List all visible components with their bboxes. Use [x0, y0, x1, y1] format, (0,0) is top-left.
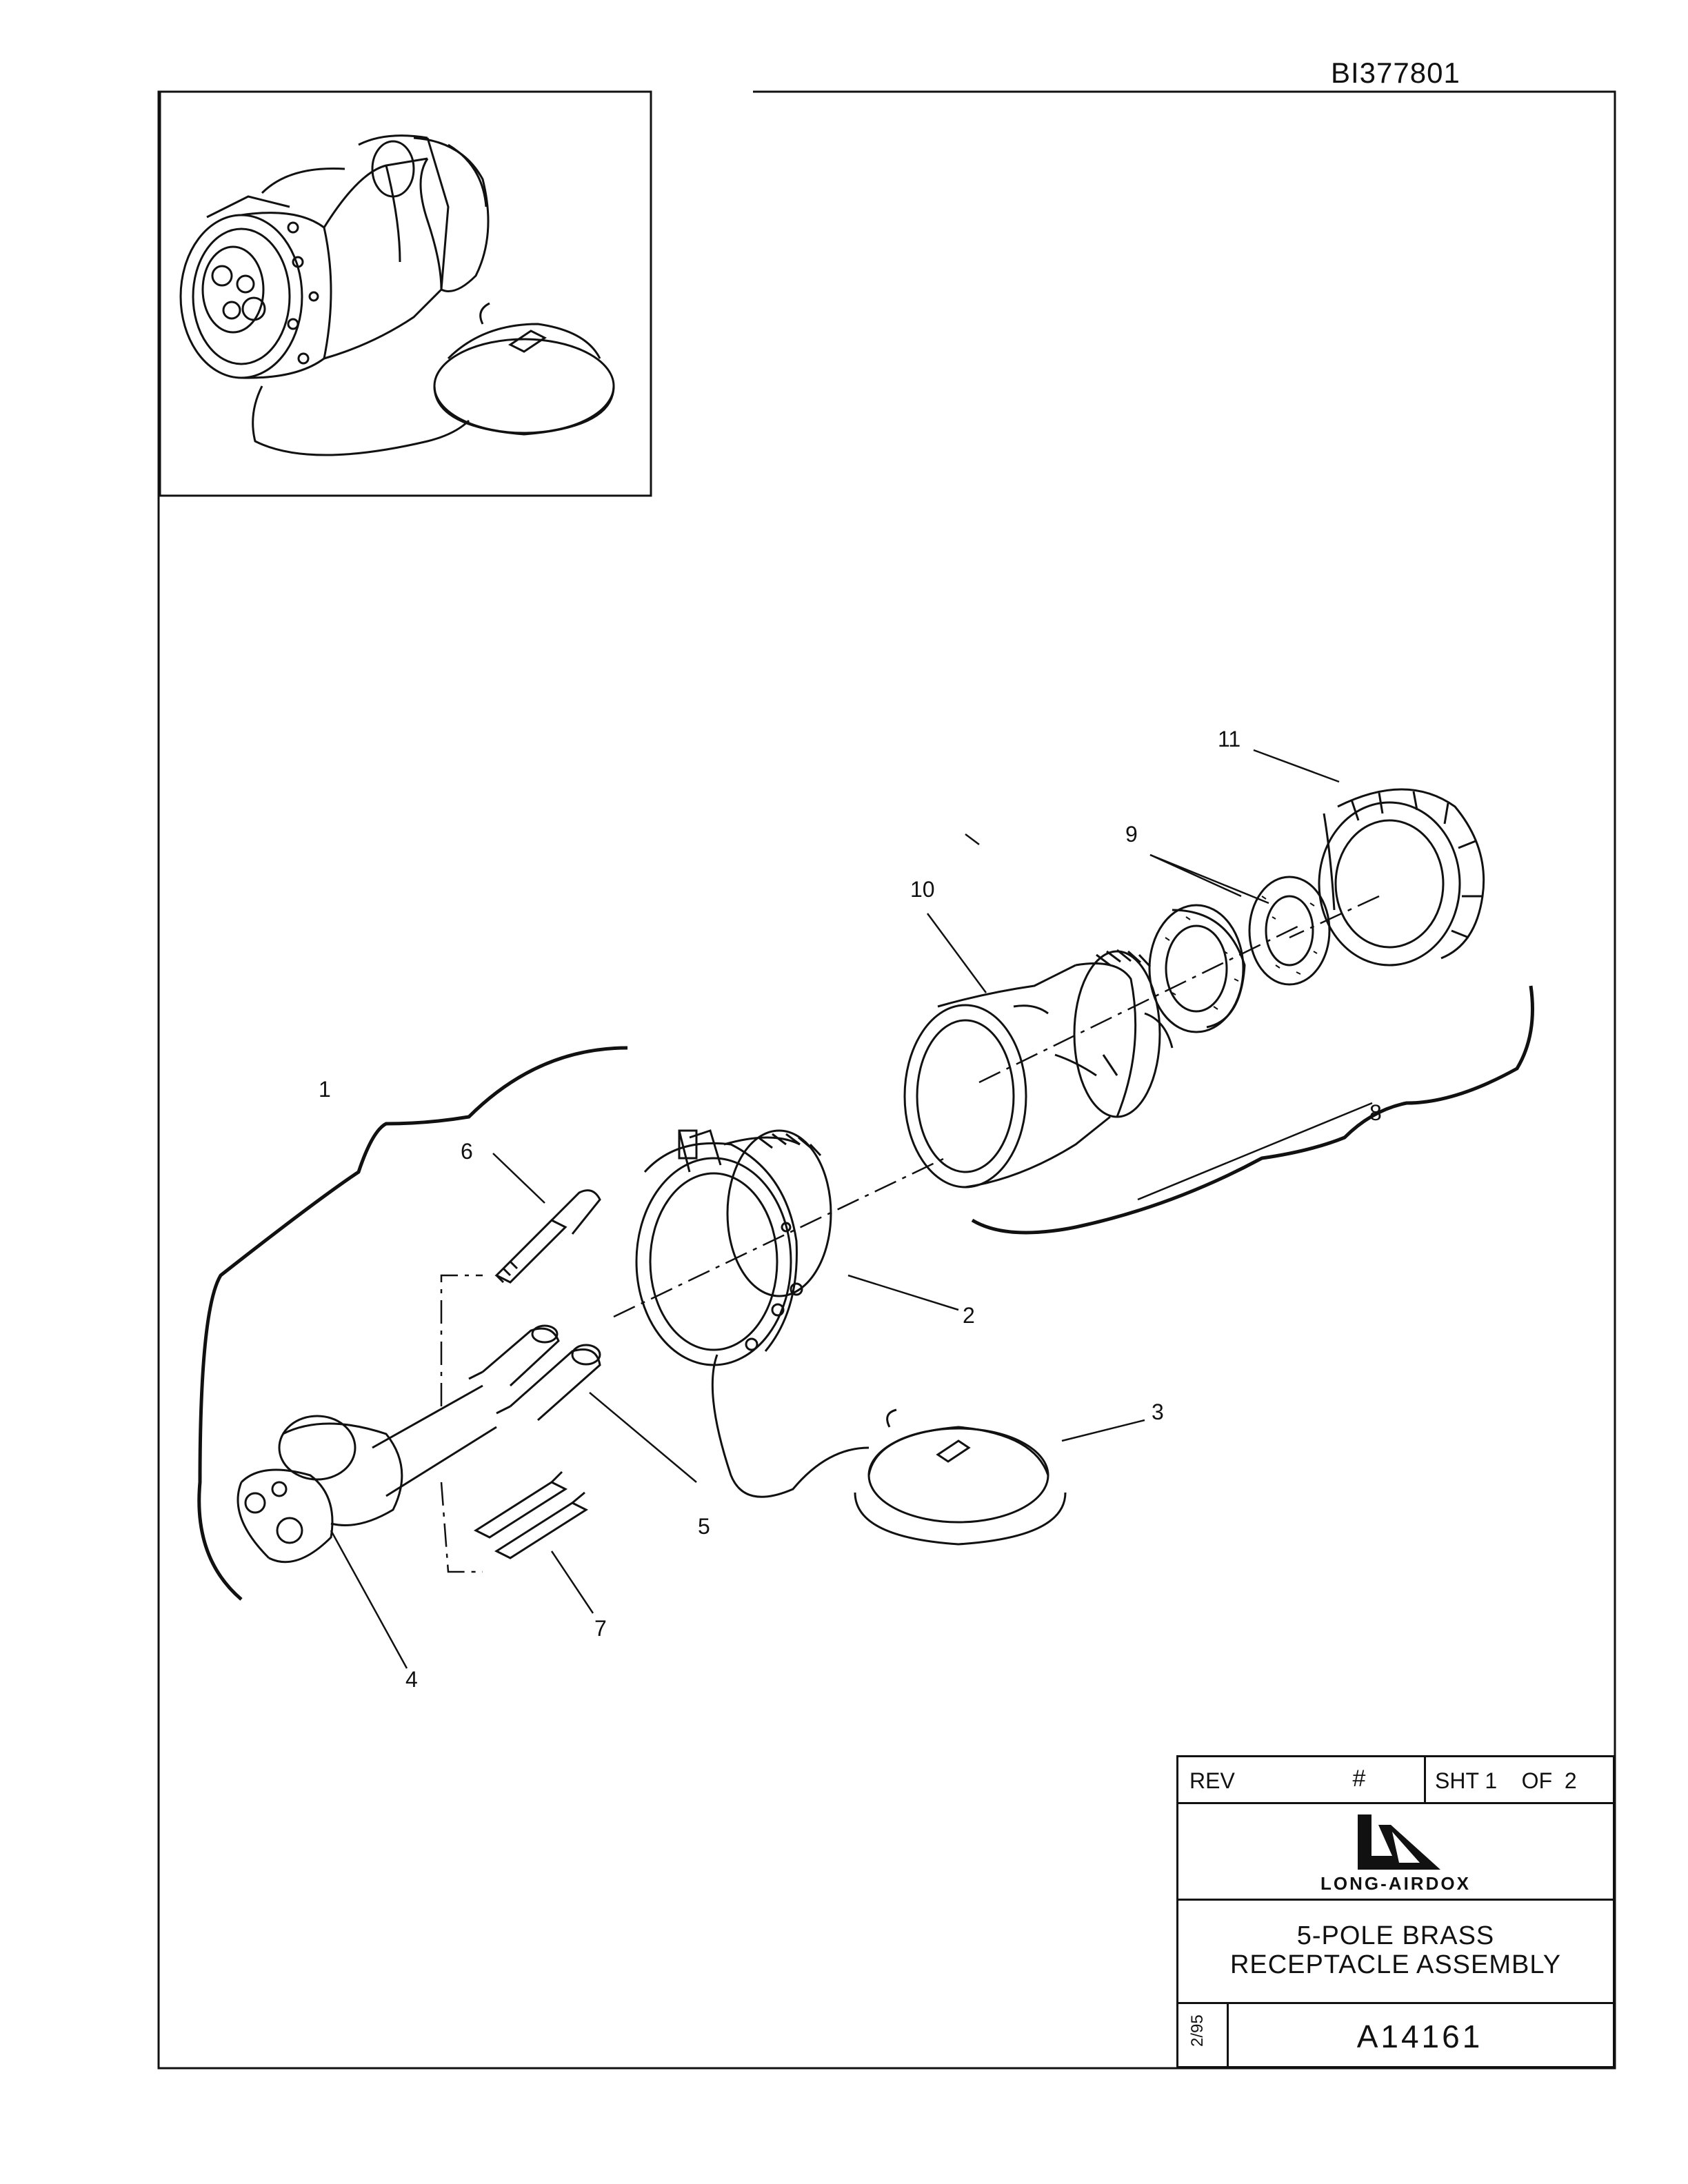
part-11-gland-nut [1318, 788, 1485, 967]
drawing-title-line1: 5-POLE BRASS [1296, 1921, 1495, 1950]
part-10-shell [903, 949, 1174, 1189]
bracket-1 [197, 1046, 628, 1601]
drawing-date: 2/95 [1188, 2014, 1207, 2047]
inset-box [159, 90, 652, 497]
part-2-flange [635, 1129, 832, 1366]
rev-value: # [1352, 1766, 1365, 1792]
callout-10: 10 [910, 877, 935, 902]
part-3-dust-cap [711, 1354, 1067, 1546]
title-block-rev-row: REV # SHT 1 OF 2 [1178, 1757, 1613, 1804]
inset-assembled-view [179, 134, 615, 456]
company-name: LONG-AIRDOX [1320, 1873, 1471, 1894]
sheet-number: SHT 1 OF 2 [1435, 1768, 1577, 1793]
part-number: A14161 [1356, 2019, 1483, 2054]
title-block-number-row: 2/95 A14161 [1178, 2004, 1613, 2070]
date-box: 2/95 [1178, 2004, 1229, 2068]
callout-8: 8 [1369, 1100, 1382, 1125]
callout-3: 3 [1152, 1399, 1164, 1424]
part-5-large-contacts [468, 1324, 601, 1422]
callout-1: 1 [319, 1077, 331, 1102]
rev-label: REV [1189, 1768, 1235, 1793]
title-block-title-row: 5-POLE BRASS RECEPTACLE ASSEMBLY [1178, 1901, 1613, 2004]
part-6-pilot-contact [494, 1189, 601, 1284]
centerlines [440, 895, 1380, 1573]
part-9-grommet-washer [1148, 876, 1331, 1033]
drawing-title-line2: RECEPTACLE ASSEMBLY [1229, 1950, 1562, 1979]
callout-5: 5 [698, 1514, 710, 1539]
part-7-small-contacts [473, 1470, 589, 1559]
bracket-8 [971, 985, 1534, 1235]
document-id: BI377801 [1331, 57, 1460, 89]
leader-lines [330, 749, 1373, 1669]
long-airdox-logo [1358, 1814, 1440, 1870]
callout-7: 7 [594, 1616, 607, 1641]
callout-11: 11 [1218, 727, 1241, 751]
callout-6: 6 [461, 1139, 473, 1164]
callout-9: 9 [1125, 822, 1138, 847]
callout-4: 4 [405, 1667, 418, 1692]
rev-divider [1424, 1757, 1426, 1804]
callout-2: 2 [963, 1303, 975, 1328]
title-block: REV # SHT 1 OF 2 LONG-AIRDOX 5-POLE BRAS… [1176, 1755, 1615, 2068]
title-block-logo-row: LONG-AIRDOX [1178, 1804, 1613, 1901]
part-4-insert [237, 1384, 497, 1564]
